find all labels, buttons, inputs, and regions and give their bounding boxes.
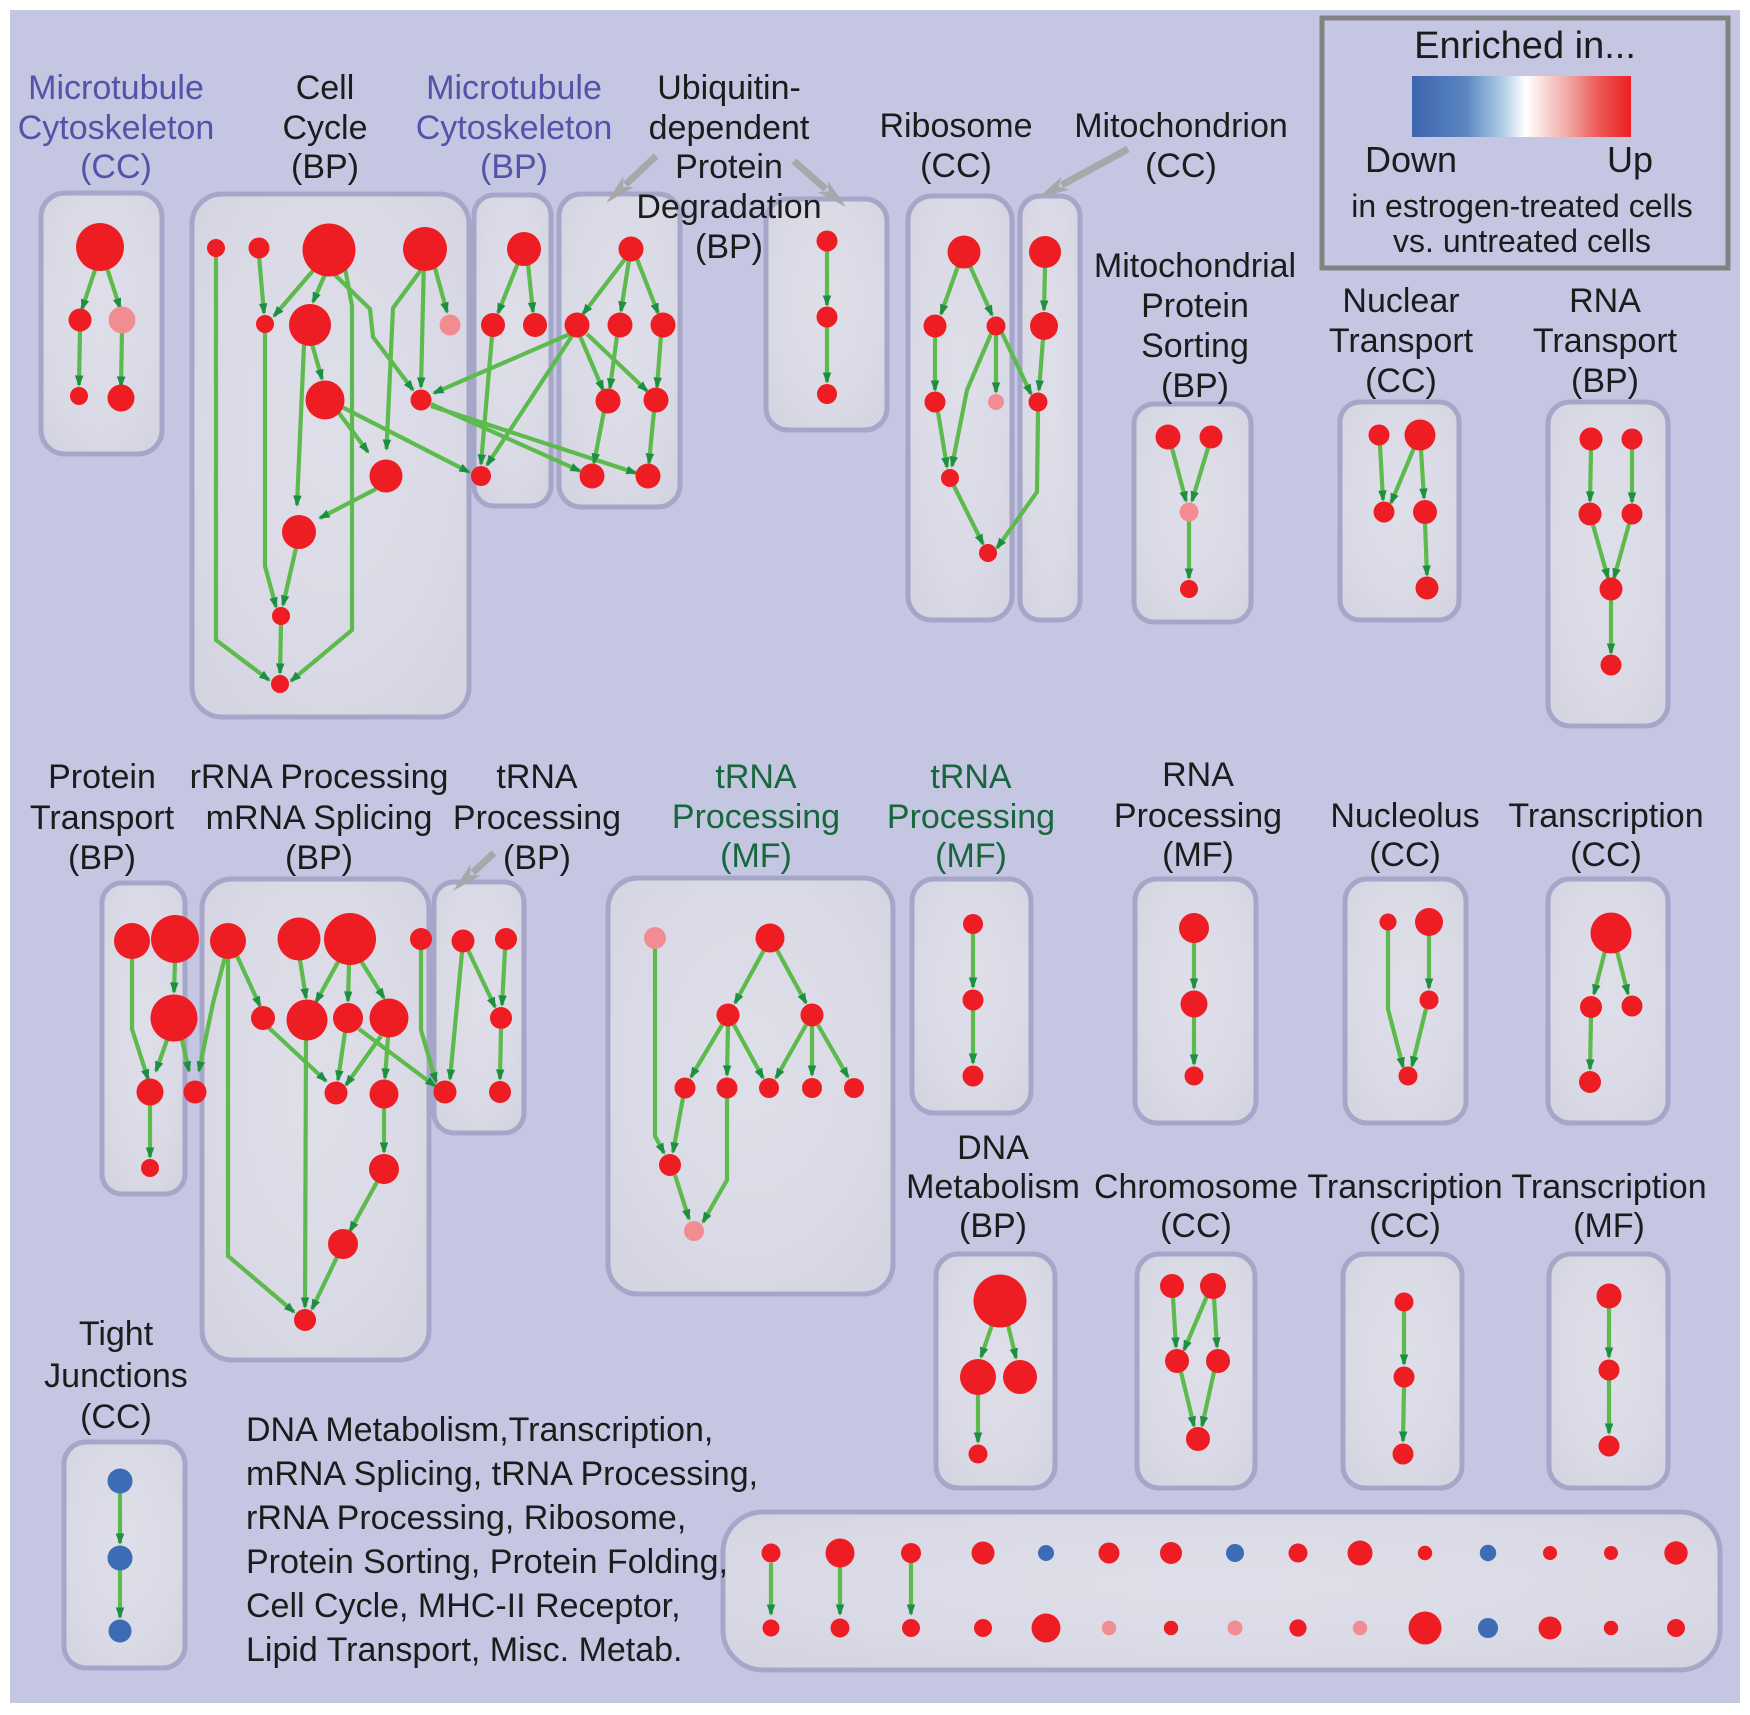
svg-text:Degradation: Degradation: [636, 188, 821, 226]
svg-text:(MF): (MF): [935, 837, 1007, 875]
svg-text:(BP): (BP): [503, 839, 571, 877]
svg-text:Metabolism: Metabolism: [906, 1168, 1080, 1206]
svg-text:RNA: RNA: [1162, 756, 1234, 794]
svg-text:(MF): (MF): [1162, 836, 1234, 874]
svg-text:Cell Cycle, MHC-II Receptor,: Cell Cycle, MHC-II Receptor,: [246, 1587, 681, 1625]
svg-text:Enriched in...: Enriched in...: [1414, 25, 1636, 67]
svg-text:Transcription: Transcription: [1508, 797, 1703, 835]
svg-text:Microtubule: Microtubule: [426, 69, 602, 107]
svg-text:(BP): (BP): [480, 148, 548, 186]
svg-text:Cell: Cell: [296, 69, 355, 107]
svg-text:Processing: Processing: [672, 798, 840, 836]
svg-text:Up: Up: [1607, 139, 1653, 180]
svg-text:Ubiquitin-: Ubiquitin-: [657, 69, 801, 107]
svg-text:(BP): (BP): [291, 148, 359, 186]
svg-text:Cycle: Cycle: [282, 109, 367, 147]
svg-text:Transport: Transport: [30, 799, 175, 837]
svg-text:mRNA Splicing, tRNA Processing: mRNA Splicing, tRNA Processing,: [246, 1455, 758, 1493]
svg-text:DNA: DNA: [957, 1129, 1029, 1167]
svg-text:(CC): (CC): [1369, 1207, 1441, 1245]
svg-text:Protein: Protein: [48, 758, 156, 796]
svg-text:Lipid Transport, Misc. Metab.: Lipid Transport, Misc. Metab.: [246, 1631, 683, 1669]
svg-text:Junctions: Junctions: [44, 1357, 188, 1395]
svg-text:Processing: Processing: [887, 798, 1055, 836]
svg-text:Mitochondrion: Mitochondrion: [1074, 107, 1288, 145]
svg-text:rRNA Processing, Ribosome,: rRNA Processing, Ribosome,: [246, 1499, 686, 1537]
svg-text:RNA: RNA: [1569, 282, 1641, 320]
svg-text:(BP): (BP): [1571, 362, 1639, 400]
svg-text:Protein: Protein: [1141, 287, 1249, 325]
svg-text:DNA Metabolism,Transcription,: DNA Metabolism,Transcription,: [246, 1411, 713, 1449]
svg-text:Chromosome: Chromosome: [1094, 1168, 1298, 1206]
svg-text:Tight: Tight: [79, 1315, 154, 1353]
svg-text:Protein: Protein: [675, 148, 783, 186]
svg-text:(CC): (CC): [1145, 147, 1217, 185]
svg-text:Mitochondrial: Mitochondrial: [1094, 247, 1296, 285]
svg-text:Processing: Processing: [453, 799, 621, 837]
svg-text:(CC): (CC): [1160, 1207, 1232, 1245]
svg-text:(BP): (BP): [959, 1207, 1027, 1245]
svg-text:(CC): (CC): [1365, 362, 1437, 400]
svg-text:mRNA Splicing: mRNA Splicing: [206, 799, 433, 837]
svg-text:(CC): (CC): [1369, 836, 1441, 874]
svg-text:Transport: Transport: [1533, 322, 1678, 360]
svg-text:Nuclear: Nuclear: [1342, 282, 1459, 320]
svg-text:Nucleolus: Nucleolus: [1330, 797, 1479, 835]
svg-text:tRNA: tRNA: [930, 758, 1012, 796]
svg-text:(CC): (CC): [1570, 836, 1642, 874]
svg-text:Transcription: Transcription: [1511, 1168, 1706, 1206]
svg-text:(MF): (MF): [720, 837, 792, 875]
svg-text:(CC): (CC): [920, 147, 992, 185]
svg-text:tRNA: tRNA: [715, 758, 797, 796]
svg-text:Sorting: Sorting: [1141, 327, 1249, 365]
svg-text:Cytoskeleton: Cytoskeleton: [18, 109, 215, 147]
svg-text:tRNA: tRNA: [496, 758, 578, 796]
svg-text:Microtubule: Microtubule: [28, 69, 204, 107]
svg-text:(BP): (BP): [1161, 367, 1229, 405]
svg-text:(CC): (CC): [80, 148, 152, 186]
svg-text:Down: Down: [1365, 139, 1457, 180]
svg-text:(BP): (BP): [68, 839, 136, 877]
svg-text:Cytoskeleton: Cytoskeleton: [416, 109, 613, 147]
svg-text:Transcription: Transcription: [1307, 1168, 1502, 1206]
svg-text:Processing: Processing: [1114, 797, 1282, 835]
svg-text:vs. untreated cells: vs. untreated cells: [1393, 223, 1651, 259]
svg-text:rRNA Processing: rRNA Processing: [190, 758, 449, 796]
svg-text:Ribosome: Ribosome: [879, 107, 1032, 145]
svg-text:Protein Sorting, Protein Foldi: Protein Sorting, Protein Folding,: [246, 1543, 728, 1581]
svg-text:(BP): (BP): [285, 839, 353, 877]
svg-text:(MF): (MF): [1573, 1207, 1645, 1245]
svg-text:Transport: Transport: [1329, 322, 1474, 360]
svg-text:in estrogen-treated cells: in estrogen-treated cells: [1351, 188, 1693, 224]
svg-text:(CC): (CC): [80, 1398, 152, 1436]
svg-text:(BP): (BP): [695, 228, 763, 266]
svg-text:dependent: dependent: [649, 109, 810, 147]
